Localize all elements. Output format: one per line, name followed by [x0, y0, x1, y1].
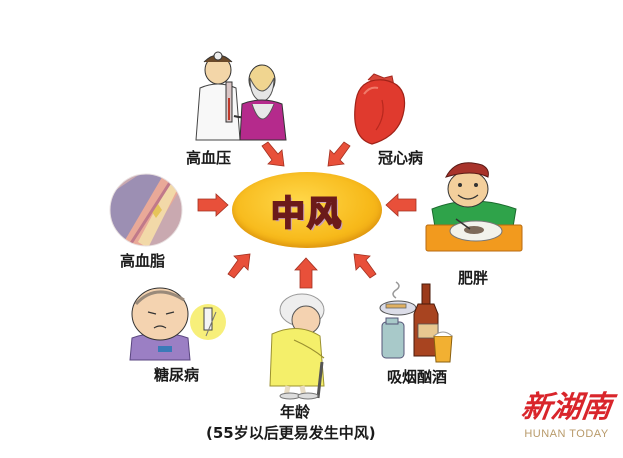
arrow-from-coronary: [327, 141, 351, 167]
smoking-drinking-illustration: [379, 281, 453, 363]
elderly-illustration: [269, 293, 325, 400]
diabetes-illustration: [129, 287, 226, 361]
arrow-from-obesity: [385, 193, 417, 217]
arrow-from-hypertension: [261, 141, 285, 167]
arrow-from-diabetes: [227, 253, 251, 279]
artery-illustration: [109, 173, 183, 247]
arrow-from-hyperlipidemia: [197, 193, 229, 217]
obesity-illustration: [425, 162, 523, 252]
label-hyperlipidemia: 高血脂: [120, 252, 166, 270]
stroke-center-node: 中风: [232, 172, 382, 248]
label-age-note: (55岁以后更易发生中风): [206, 424, 376, 442]
heart-illustration: [354, 73, 406, 145]
arrow-from-age: [294, 257, 318, 289]
hypertension-illustration: [195, 51, 287, 141]
label-coronary: 冠心病: [378, 149, 424, 167]
label-age: 年龄: [280, 403, 311, 421]
label-hypertension: 高血压: [186, 149, 232, 167]
label-smoking-drinking: 吸烟酗酒: [387, 368, 448, 386]
label-diabetes: 糖尿病: [154, 366, 200, 384]
logo-english-text: HUNAN TODAY: [524, 428, 609, 440]
logo-chinese-text: 新湖南: [519, 390, 615, 425]
arrow-from-smoking-drinking: [353, 253, 377, 279]
label-obesity: 肥胖: [458, 269, 489, 287]
hunan-today-logo: 新湖南 HUNAN TODAY: [514, 390, 619, 450]
stroke-title: 中风: [270, 193, 343, 235]
